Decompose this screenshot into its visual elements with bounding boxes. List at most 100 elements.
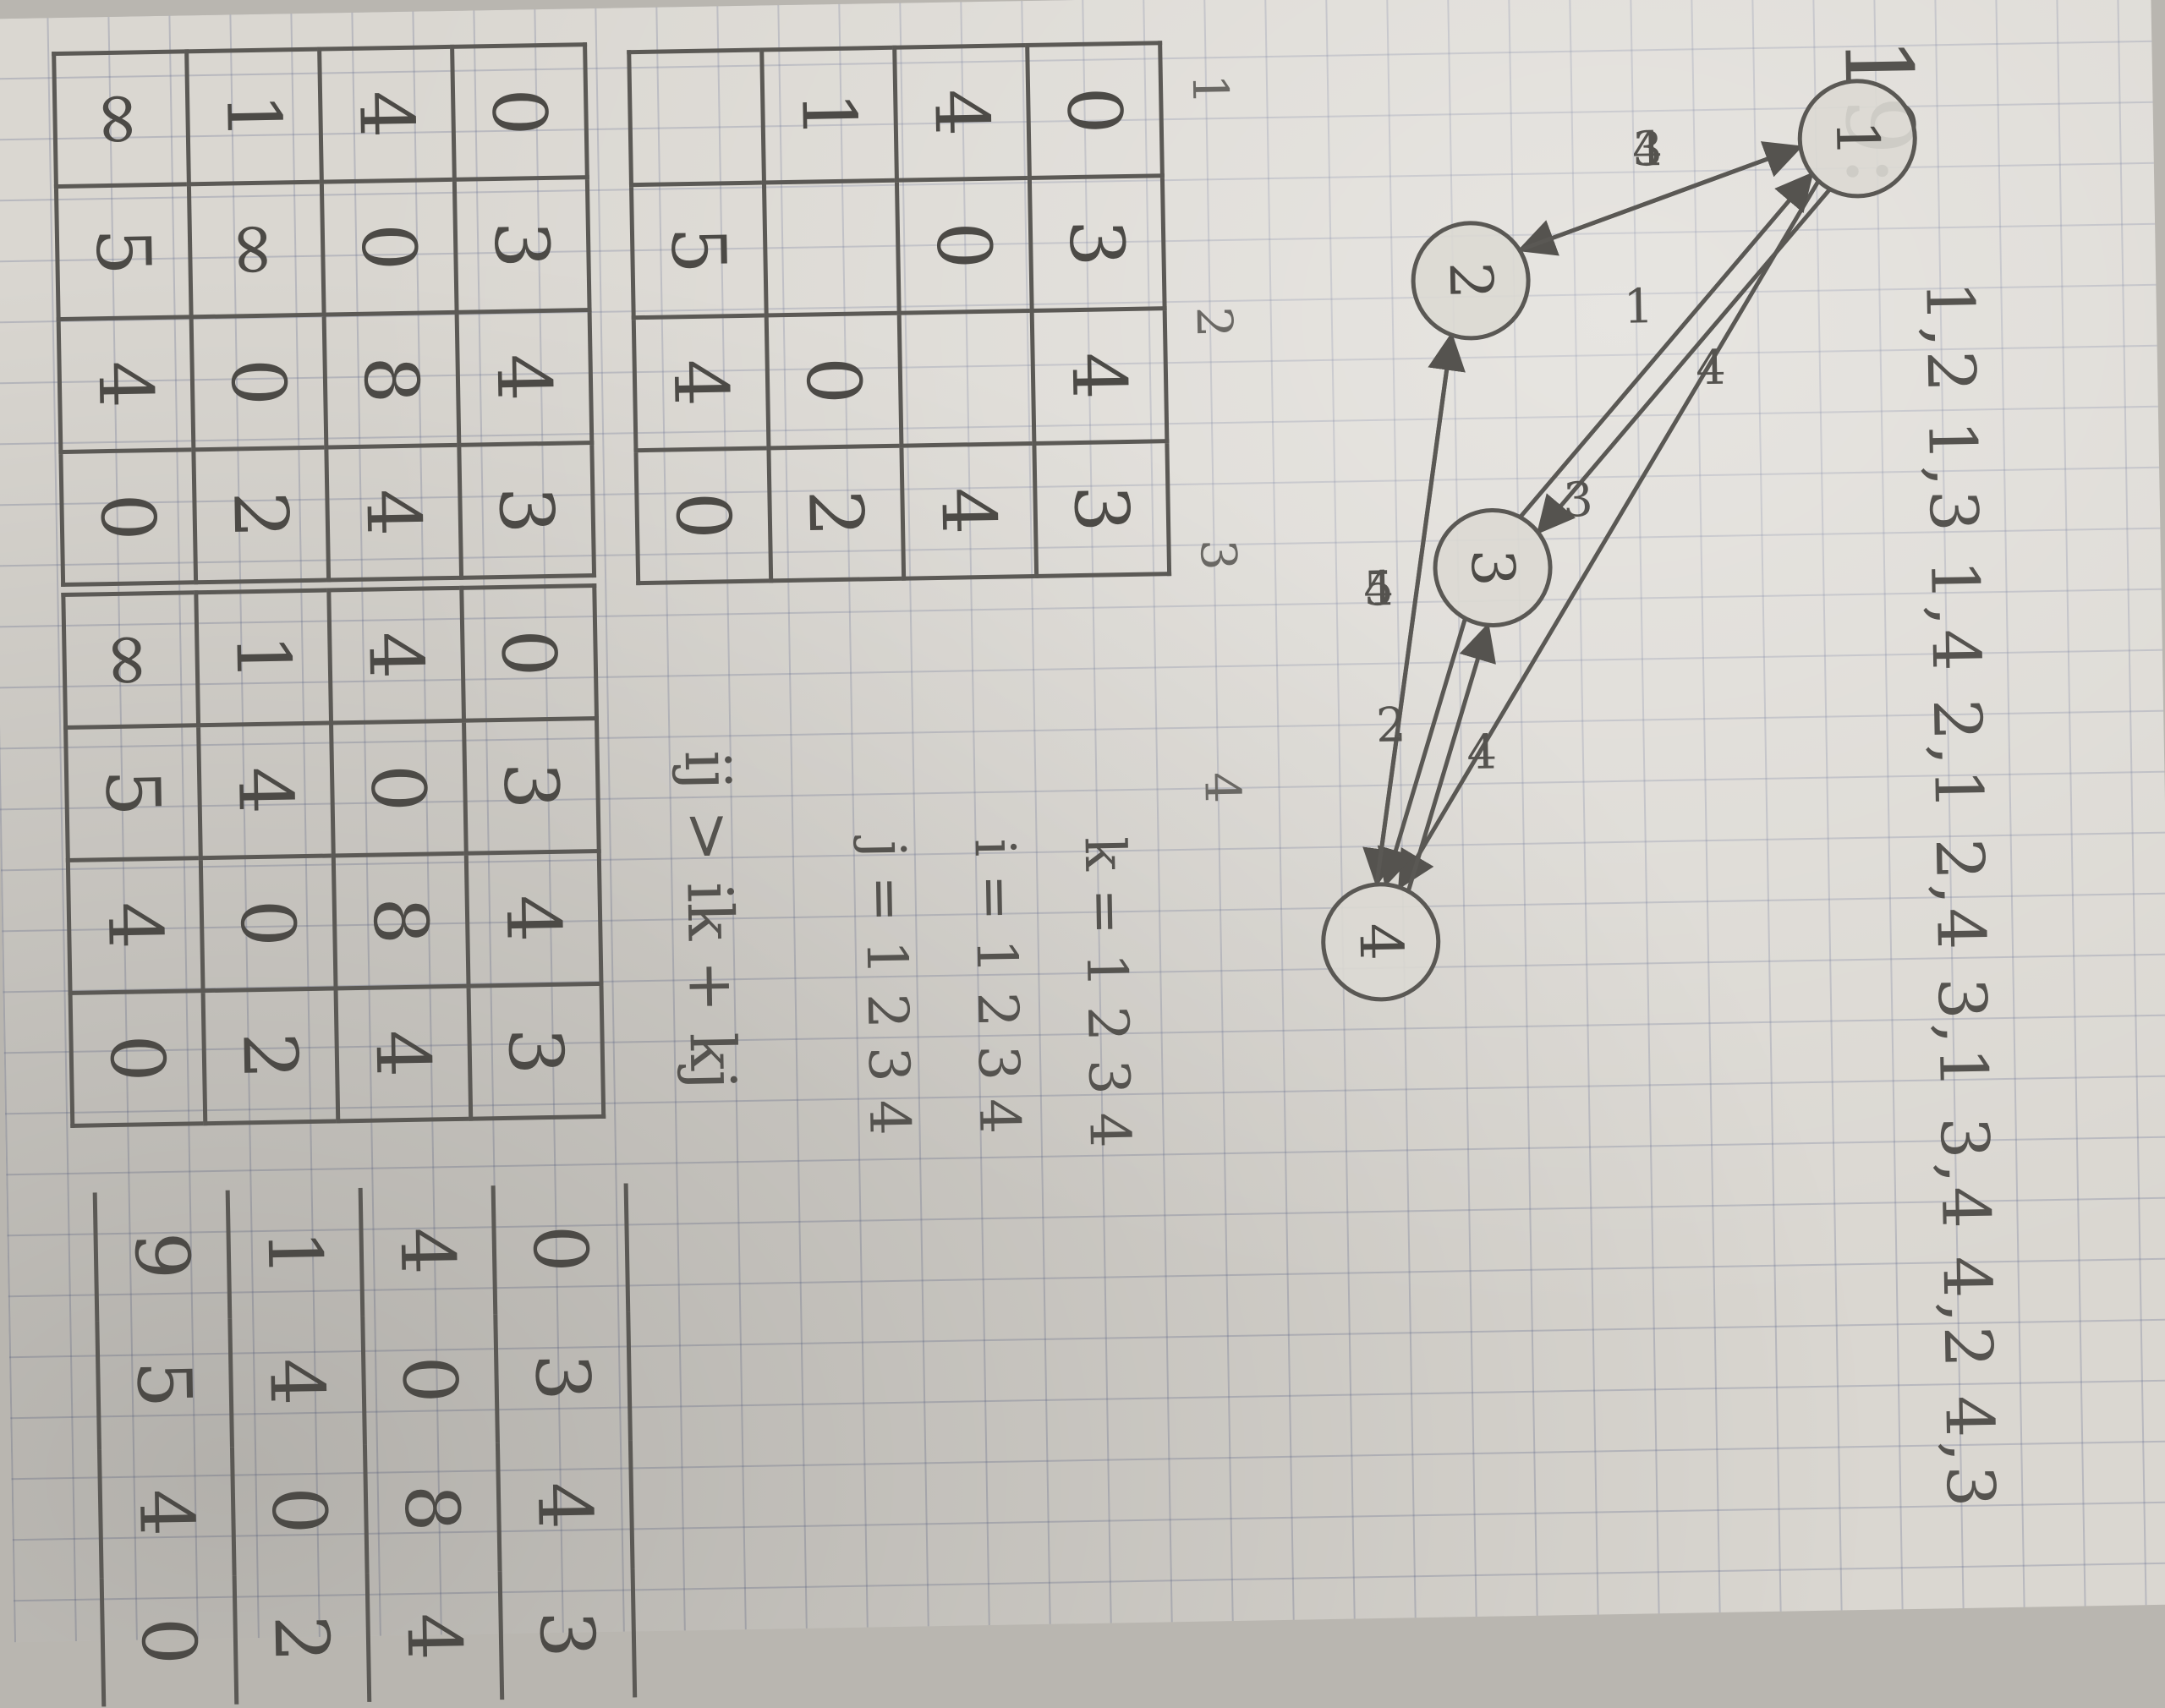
matrix-cell: 0 bbox=[1027, 42, 1163, 178]
matrix-cell: 4 bbox=[319, 47, 455, 183]
loop-j: j = 1 2 3 4 bbox=[852, 840, 923, 1136]
matrix-cell: 4 bbox=[367, 1571, 502, 1702]
matrix-cell: 5 bbox=[56, 183, 192, 320]
matrix-cell: 4 bbox=[229, 1316, 365, 1448]
matrix-cell: 2 bbox=[234, 1573, 370, 1705]
matrix-cell: 8 bbox=[324, 312, 459, 448]
loop-k: k = 1 2 3 4 bbox=[1072, 835, 1143, 1149]
matrix-cell: 4 bbox=[466, 851, 601, 987]
matrix-cell: 4 bbox=[894, 45, 1030, 181]
matrix-cell: 3 bbox=[468, 983, 604, 1120]
matrix-cell: 4 bbox=[633, 315, 769, 451]
matrix-cell: 5 bbox=[65, 725, 201, 861]
loop-i: i = 1 2 3 4 bbox=[962, 838, 1033, 1135]
matrix-cell: 0 bbox=[331, 720, 467, 856]
graph-node-label: 4 bbox=[1346, 922, 1416, 961]
matrix-cell: 0 bbox=[321, 179, 458, 315]
matrix-cell: 2 bbox=[768, 446, 904, 581]
matrix-cell: 0 bbox=[766, 313, 902, 448]
matrix-cell: 4 bbox=[497, 1440, 633, 1572]
matrix-cell: 3 bbox=[1029, 175, 1165, 311]
matrix-cell: 3 bbox=[495, 1311, 631, 1443]
matrix-cell bbox=[899, 310, 1034, 446]
edge-weight-label: 3 bbox=[1632, 122, 1663, 178]
matrix-cell: 4 bbox=[58, 316, 194, 452]
matrix-cell: 4 bbox=[360, 1185, 496, 1317]
graph-node bbox=[1321, 882, 1441, 1002]
matrix-cell: ∞ bbox=[189, 182, 325, 317]
matrix-cell: 8 bbox=[364, 1442, 501, 1574]
graph-edge bbox=[1398, 180, 1820, 890]
graph-node-label: 1 bbox=[1822, 119, 1893, 158]
matrix-cell: 1 bbox=[227, 1187, 363, 1319]
matrix-cell: 4 bbox=[198, 722, 334, 858]
matrix-cell: 0 bbox=[452, 44, 588, 180]
relaxation-formula: ij > ik + kj bbox=[670, 749, 749, 1091]
graph-node bbox=[1433, 507, 1553, 627]
matrix-cell: 3 bbox=[1033, 441, 1170, 577]
matrix-column-header: 1 2 3 4 bbox=[1181, 73, 1253, 897]
matrix-cell: 0 bbox=[635, 447, 771, 583]
graph-edge bbox=[1406, 622, 1496, 891]
matrix-cell: 8 bbox=[333, 853, 469, 988]
matrix-cell: 0 bbox=[70, 990, 206, 1126]
edge-weight-label: 4 bbox=[1363, 561, 1395, 617]
matrix-cell bbox=[628, 49, 765, 185]
matrix-cell: 4 bbox=[99, 1447, 235, 1579]
matrix-cell: 4 bbox=[68, 857, 204, 994]
graph-node-label: 2 bbox=[1436, 261, 1506, 300]
matrix-cell: 2 bbox=[193, 447, 329, 583]
matrix-cell: 9 bbox=[95, 1190, 230, 1322]
graph-node bbox=[1411, 221, 1531, 341]
matrix-cell: ∞ bbox=[63, 592, 199, 728]
graph-edge bbox=[1374, 331, 1466, 884]
matrix-cell: 5 bbox=[631, 182, 767, 318]
matrix-cell: 3 bbox=[463, 718, 600, 854]
matrix-cell: 0 bbox=[232, 1444, 368, 1576]
edge-weight-label: 4 bbox=[1696, 341, 1727, 397]
matrix-cell: 5 bbox=[96, 1318, 233, 1450]
graph-edge bbox=[1519, 172, 1814, 518]
edge-weight-label: 2 bbox=[1376, 698, 1407, 753]
matrix-cell: 0 bbox=[200, 855, 337, 991]
matrix-cell: 0 bbox=[191, 315, 326, 450]
matrix-cell: 4 bbox=[336, 986, 471, 1121]
matrix-cell: 3 bbox=[454, 177, 590, 313]
edge-weight-label: 1 bbox=[1623, 279, 1654, 335]
matrix-cell: 3 bbox=[458, 442, 595, 578]
edge-weight-label: 5 bbox=[1363, 561, 1395, 617]
graph-node bbox=[1797, 79, 1917, 199]
matrix-cell: 0 bbox=[461, 585, 597, 721]
edge-weight-label: 4 bbox=[1466, 725, 1498, 780]
edge-weight-label: 4 bbox=[1632, 122, 1663, 178]
matrix-cell: 1 bbox=[761, 47, 897, 183]
matrix-cell: 0 bbox=[362, 1314, 498, 1445]
matrix-cell: 4 bbox=[1032, 308, 1167, 444]
matrix-cell: 0 bbox=[896, 178, 1033, 314]
matrix-cell: 4 bbox=[457, 309, 592, 446]
matrix-cell: 0 bbox=[493, 1183, 628, 1315]
matrix-cell: 4 bbox=[901, 443, 1037, 579]
matrix-cell: 0 bbox=[101, 1575, 237, 1707]
